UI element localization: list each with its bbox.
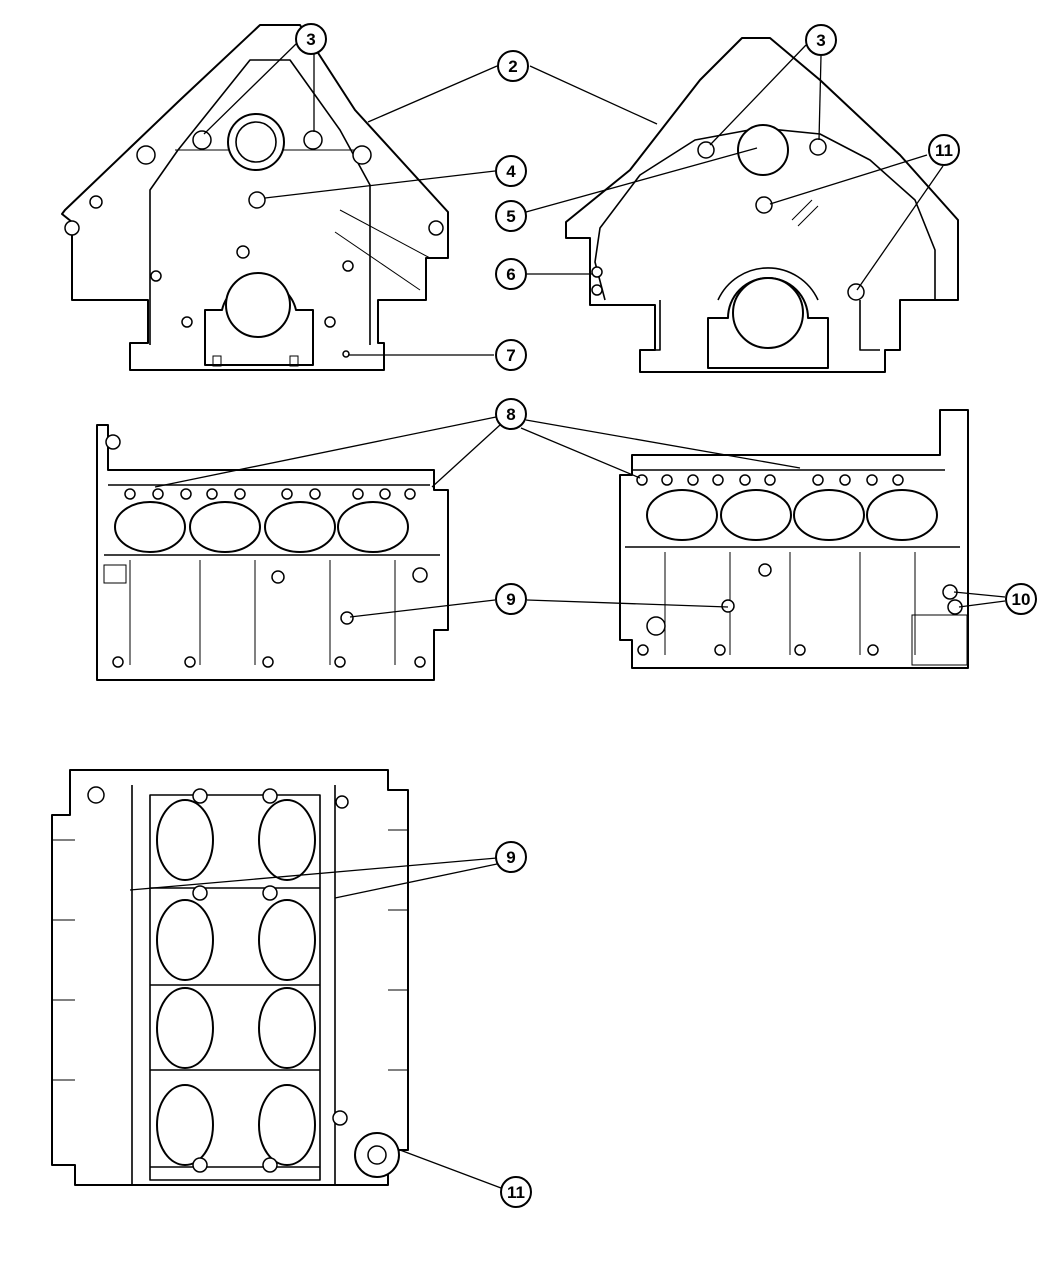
callout-10: 10 [1005, 583, 1037, 615]
svg-text:4: 4 [506, 162, 516, 181]
svg-text:2: 2 [508, 57, 517, 76]
callout-11-rear: 11 [928, 134, 960, 166]
svg-text:8: 8 [506, 405, 515, 424]
callout-9-bottom: 9 [495, 841, 527, 873]
callout-4: 4 [495, 155, 527, 187]
callout-3-rear: 3 [805, 24, 837, 56]
svg-text:9: 9 [506, 590, 515, 609]
callout-3-front: 3 [295, 23, 327, 55]
callout-7: 7 [495, 339, 527, 371]
left-head-bolt-row [124, 488, 416, 500]
callout-2: 2 [497, 50, 529, 82]
svg-text:10: 10 [1012, 590, 1031, 609]
left-bank-bore-row [114, 501, 409, 553]
callout-11-bottom: 11 [500, 1176, 532, 1208]
svg-text:7: 7 [506, 346, 515, 365]
callout-9-side: 9 [495, 583, 527, 615]
svg-text:9: 9 [506, 848, 515, 867]
svg-text:5: 5 [506, 207, 515, 226]
svg-text:3: 3 [816, 31, 825, 50]
svg-text:3: 3 [306, 30, 315, 49]
front-view [61, 24, 449, 371]
right-bank-bore-row [646, 489, 938, 541]
rear-view [565, 37, 959, 373]
bottom-bore-grid [156, 799, 316, 1166]
callout-8: 8 [495, 398, 527, 430]
svg-text:6: 6 [506, 265, 515, 284]
callout-6: 6 [495, 258, 527, 290]
bottom-view [51, 769, 409, 1186]
right-head-bolt-row [636, 474, 904, 486]
right-side-view [619, 409, 969, 669]
leader-lines [129, 42, 1006, 1189]
callout-5: 5 [495, 200, 527, 232]
svg-text:11: 11 [935, 141, 953, 160]
svg-text:11: 11 [507, 1183, 525, 1202]
